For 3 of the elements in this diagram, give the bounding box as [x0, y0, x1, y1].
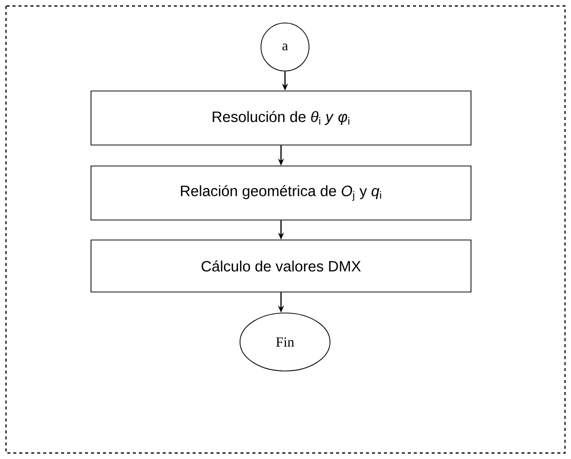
process-box: Cálculo de valores DMX [90, 240, 472, 292]
process-box: Resolución de θ$_{i}$ y φ$_{i}$ [90, 90, 472, 146]
process-box: Relación geométrica de O$_{j}$ y q$_{i}$ [90, 166, 472, 220]
